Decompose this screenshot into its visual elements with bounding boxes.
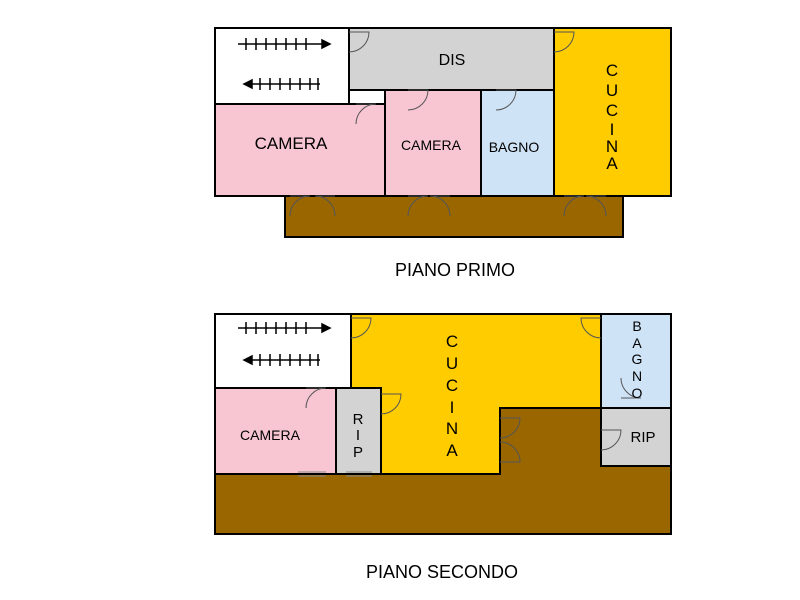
floor1-cucina-letter: C xyxy=(606,61,618,80)
floor2-cucina-letter: A xyxy=(446,441,458,460)
floor2-cucina-letter: C xyxy=(446,376,458,395)
floor1-cucina-letter: I xyxy=(610,120,615,139)
floor1-camera-small-label: CAMERA xyxy=(401,137,462,153)
floor1-terrace xyxy=(284,195,624,238)
floor2-camera-label: CAMERA xyxy=(240,427,301,443)
floor2-title: PIANO SECONDO xyxy=(366,562,518,582)
floor2-bagno-letter: G xyxy=(632,351,643,367)
floor2-rip-letter: R xyxy=(353,411,364,428)
floor-2-plan: CAMERA R I P RIP C U C I N A B A G N O P… xyxy=(214,313,672,582)
floor1-cucina-letter: N xyxy=(606,137,618,156)
floor1-cucina-letter: A xyxy=(606,154,618,173)
stair-arrow-icon xyxy=(242,78,320,90)
floor2-rip-label: RIP xyxy=(630,429,655,446)
floor1-cucina-room xyxy=(553,27,672,197)
floor2-stairwell xyxy=(214,313,352,389)
door-swing-icon xyxy=(305,317,642,463)
floor2-bagno-letter: A xyxy=(632,335,642,351)
floor1-bagno-label: BAGNO xyxy=(489,139,540,155)
floor2-outer-wall xyxy=(214,313,672,535)
floor2-bagno-label: B A G N O xyxy=(632,318,643,401)
floor2-bagno-letter: N xyxy=(632,368,642,384)
floor2-rip-letter: I xyxy=(356,427,360,444)
floor2-rip-vertical-room xyxy=(335,387,382,475)
floor1-dis-label: DIS xyxy=(439,52,466,69)
floor2-rip-letter: P xyxy=(353,444,363,461)
floor2-rip-vertical-label: R I P xyxy=(353,411,364,461)
floor2-cucina-letter: C xyxy=(446,332,458,351)
stair-arrow-icon xyxy=(242,354,320,366)
floor2-cucina-letter: I xyxy=(450,398,455,417)
stair-arrow-icon xyxy=(238,322,332,334)
window-icon xyxy=(298,471,372,477)
door-swing-icon xyxy=(289,31,607,217)
stair-arrow-icon xyxy=(238,38,332,50)
floor2-bagno-letter: O xyxy=(632,385,643,401)
floor1-stairwell xyxy=(214,27,350,105)
floor1-cucina-label: C U C I N A xyxy=(606,61,618,173)
floor1-title: PIANO PRIMO xyxy=(395,260,515,280)
floor-1-plan: DIS CAMERA CAMERA BAGNO C U C I N A PIAN… xyxy=(214,27,672,280)
floor2-cucina-letter: N xyxy=(446,419,458,438)
floor1-camera-large-label: CAMERA xyxy=(255,134,328,153)
floor1-dis-room xyxy=(348,27,555,91)
floor2-cucina-label: C U C I N A xyxy=(446,332,458,460)
floor1-cucina-letter: C xyxy=(606,101,618,120)
floor2-bagno-letter: B xyxy=(632,318,641,334)
floor1-cucina-letter: U xyxy=(606,81,618,100)
floor2-cucina-letter: U xyxy=(446,354,458,373)
